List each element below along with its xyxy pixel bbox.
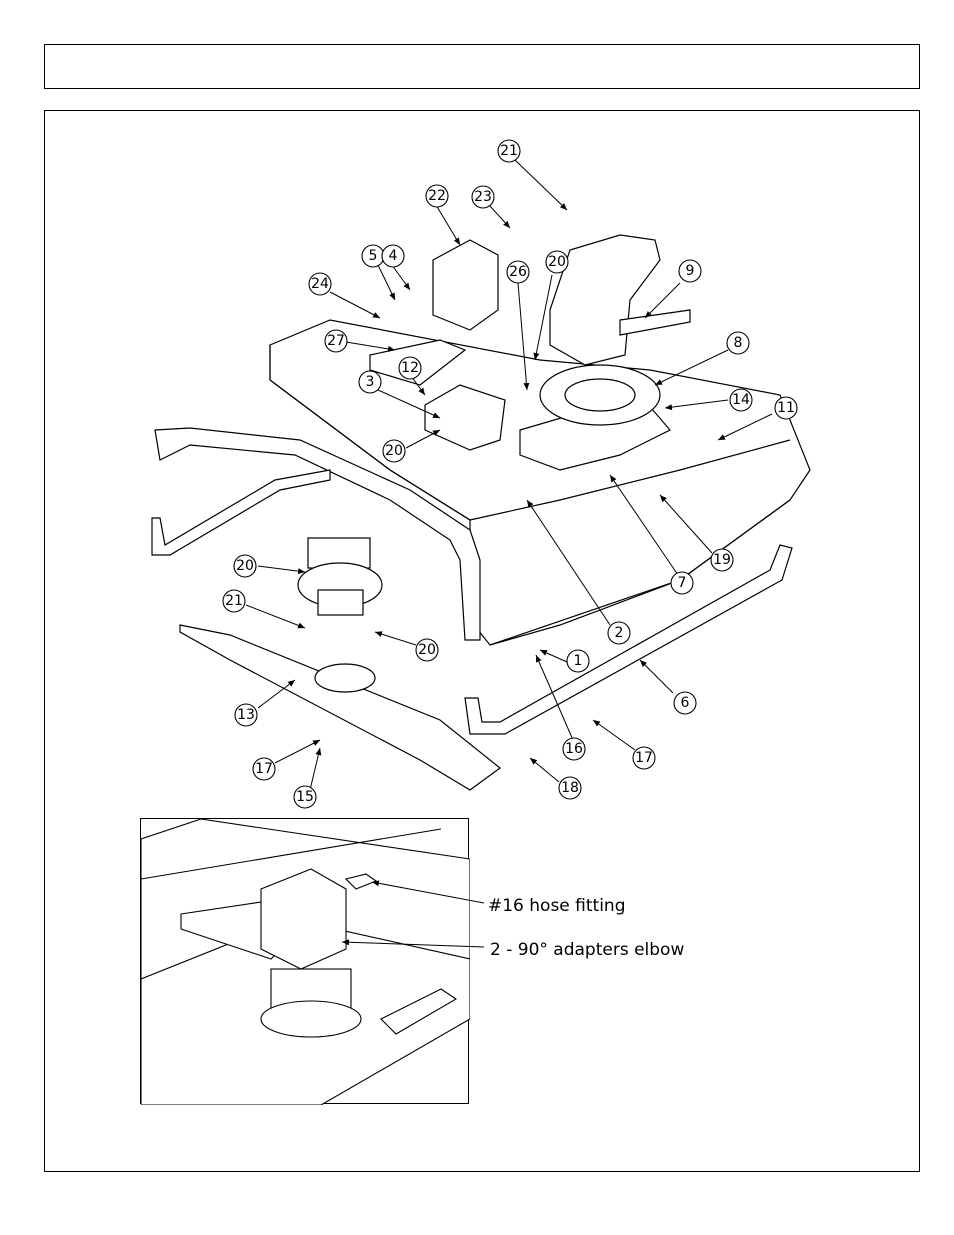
svg-text:12: 12 [401,360,419,376]
callout-10: 11 [774,396,798,420]
callout-14: 15 [293,785,317,809]
svg-text:22: 22 [428,188,446,204]
callout-16: 17 [252,757,276,781]
svg-text:26: 26 [509,264,527,280]
callout-20c: 20 [415,638,439,662]
callout-22: 22 [425,184,449,208]
callout-19: 19 [710,548,734,572]
callout-2: 2 [607,621,631,645]
inset-drawing [141,819,470,1105]
gearbox-plate [519,364,671,471]
blade-bar [179,624,501,791]
svg-text:17: 17 [635,750,653,766]
spindle-housing [297,537,383,616]
svg-text:16: 16 [565,741,583,757]
callout-24: 24 [308,272,332,296]
callout-bubbles: 21 23 22 5 4 24 27 12 3 20 26 20 9 8 14 … [222,139,798,809]
callout-15: 16 [562,737,586,761]
svg-text:21: 21 [225,593,243,609]
callout-7: 7 [670,571,694,595]
callout-20b: 20 [545,250,569,274]
svg-text:20: 20 [418,642,436,658]
callout-23: 23 [471,185,495,209]
svg-text:27: 27 [327,333,345,349]
callout-12: 13 [234,703,258,727]
svg-text:18: 18 [561,780,579,796]
callout-3: 3 [358,370,382,394]
right-skid [464,544,793,735]
svg-text:20: 20 [385,443,403,459]
callout-20a: 20 [382,439,406,463]
callout-21: 21 [222,589,246,613]
svg-text:2: 2 [615,625,624,641]
callout-17a: 17 [632,746,656,770]
svg-text:13: 13 [237,707,255,723]
inset-detail [140,818,470,1105]
svg-text:7: 7 [678,575,687,591]
svg-text:14: 14 [732,392,750,408]
callout-8: 8 [726,331,750,355]
tow-tube [154,427,481,641]
svg-text:20: 20 [548,254,566,270]
callout-27: 27 [324,329,348,353]
svg-text:17: 17 [255,761,273,777]
callout-17b: 18 [558,776,582,800]
svg-text:8: 8 [734,335,743,351]
svg-text:20: 20 [236,558,254,574]
hydraulic-motor [432,239,499,331]
callout-9: 9 [678,259,702,283]
callout-26: 26 [506,260,530,284]
svg-text:21: 21 [500,143,518,159]
svg-text:4: 4 [389,248,398,264]
svg-text:15: 15 [296,789,314,805]
callout-11: 12 [398,356,422,380]
svg-text:11: 11 [777,400,795,416]
callout-4: 4 [381,244,405,268]
svg-text:9: 9 [686,263,695,279]
callout-5: 5 [361,244,385,268]
leader-lines [245,159,773,791]
svg-text:24: 24 [311,276,329,292]
svg-text:1: 1 [574,653,583,669]
svg-text:19: 19 [713,552,731,568]
a-frame-bracket [549,234,691,366]
callout-1: 1 [566,649,590,673]
header-box [44,44,920,89]
svg-text:3: 3 [366,374,375,390]
callout-18: 20 [233,554,257,578]
callout-13: 14 [729,388,753,412]
svg-text:6: 6 [681,695,690,711]
callout-6: 6 [673,691,697,715]
svg-text:5: 5 [369,248,378,264]
callout-25: 21 [497,139,521,163]
left-skid [151,469,331,556]
diagram-frame [44,110,920,1172]
svg-text:23: 23 [474,189,492,205]
motor-plate [424,384,506,451]
